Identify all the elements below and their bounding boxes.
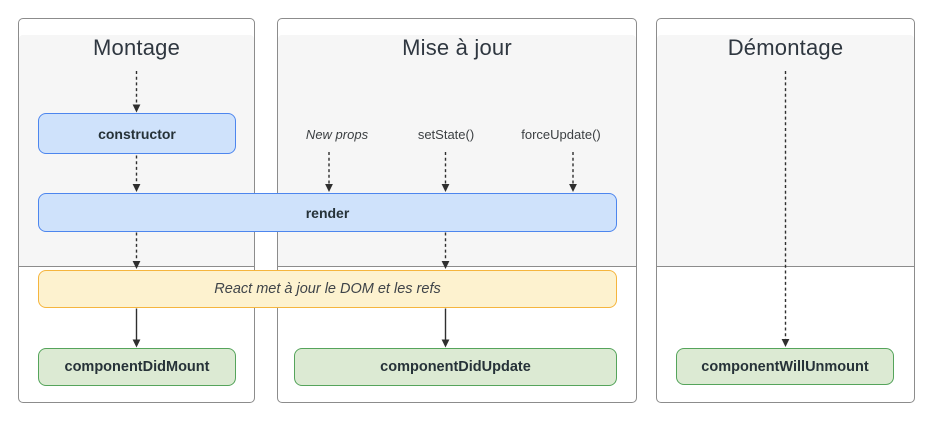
column-demontage: Démontage [656, 18, 915, 403]
trigger-set-state: setState() [417, 127, 475, 142]
column-title-demontage: Démontage [727, 35, 844, 60]
component-did-mount-node[interactable]: componentDidMount [38, 348, 236, 386]
column-title-montage: Montage [92, 35, 180, 60]
column-title-mise-a-jour: Mise à jour [402, 35, 512, 60]
column-demontage-render-phase-section: Démontage [657, 35, 914, 267]
render-node[interactable]: render [38, 193, 617, 232]
constructor-node[interactable]: constructor [38, 113, 236, 154]
react-dom-update-note: React met à jour le DOM et les refs [38, 270, 617, 308]
trigger-new-props: New props [305, 127, 369, 142]
trigger-force-update: forceUpdate() [521, 127, 601, 142]
component-did-update-node[interactable]: componentDidUpdate [294, 348, 617, 386]
component-will-unmount-node[interactable]: componentWillUnmount [676, 348, 894, 385]
column-mise-a-jour-render-phase-section: Mise à jour [278, 35, 636, 267]
